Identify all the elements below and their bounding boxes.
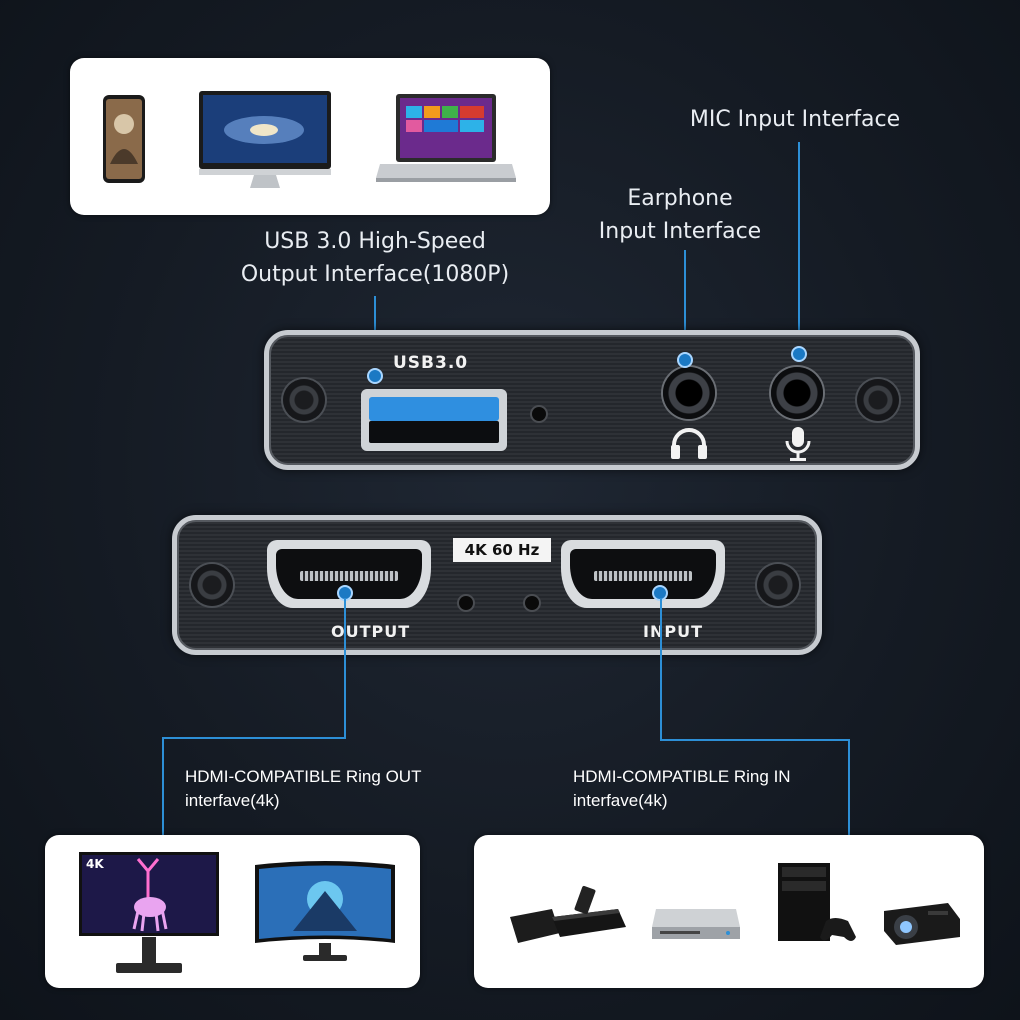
mic-port-marker: [791, 346, 807, 362]
source-consoles-panel: [474, 835, 984, 988]
hdmi-out-line-down: [344, 598, 346, 738]
usb-label: USB 3.0 High-Speed Output Interface(1080…: [240, 229, 510, 287]
hdmi-in-label: HDMI-COMPATIBLE Ring IN interfave(4k): [573, 767, 791, 810]
earphone-connector-line: [684, 250, 686, 360]
earphone-label: Earphone Input Interface: [598, 186, 762, 244]
led-right: [525, 596, 539, 610]
screw-right: [857, 379, 899, 421]
usb-port-marker: [367, 368, 383, 384]
led-left: [459, 596, 473, 610]
screw-right-bottom: [757, 564, 799, 606]
hdmi-input-port[interactable]: [561, 540, 725, 608]
monitor-4k-badge: 4K: [86, 857, 104, 871]
mic-label: MIC Input Interface: [689, 107, 901, 132]
source-devices-panel: [70, 58, 550, 215]
game-console-icon: [778, 863, 856, 941]
monitor-4k-icon: [79, 852, 219, 973]
hdmi-in-line-horizontal: [660, 739, 850, 741]
usb3-port[interactable]: [361, 389, 507, 451]
headphone-icon: [671, 428, 707, 459]
projector-icon: [884, 903, 960, 945]
set-top-box-icon: [652, 909, 740, 939]
mic-connector-line: [798, 142, 800, 354]
usb-port-label: USB3.0: [393, 353, 469, 373]
display-devices-panel: 4K: [45, 835, 420, 988]
led-indicator: [532, 407, 546, 421]
monitor-icon: [199, 91, 331, 188]
capture-card-bottom-side: 4K 60 Hz OUTPUT INPUT: [172, 515, 822, 655]
screw-left-bottom: [191, 564, 233, 606]
curved-monitor-icon: [255, 861, 395, 961]
tv-stick-box-icon: [510, 885, 626, 943]
output-label: OUTPUT: [331, 622, 411, 641]
phone-icon: [103, 95, 145, 183]
hdmi-out-line-horizontal: [162, 737, 346, 739]
mic-jack[interactable]: [771, 367, 823, 419]
screw-left: [283, 379, 325, 421]
input-label: INPUT: [643, 622, 703, 641]
earphone-jack[interactable]: [663, 367, 715, 419]
hdmi-in-line-down: [660, 598, 662, 740]
laptop-icon: [376, 94, 516, 182]
usb3-port-tongue: [369, 397, 499, 421]
earphone-port-marker: [677, 352, 693, 368]
usb3-port-cavity: [369, 421, 499, 443]
microphone-icon: [785, 427, 811, 461]
hdmi-out-label: HDMI-COMPATIBLE Ring OUT interfave(4k): [185, 767, 422, 810]
hdmi-out-line-to-panel: [162, 737, 164, 835]
hdmi-in-line-to-panel: [848, 739, 850, 835]
resolution-badge: 4K 60 Hz: [453, 538, 551, 562]
capture-card-top-side: USB3.0: [264, 330, 920, 470]
